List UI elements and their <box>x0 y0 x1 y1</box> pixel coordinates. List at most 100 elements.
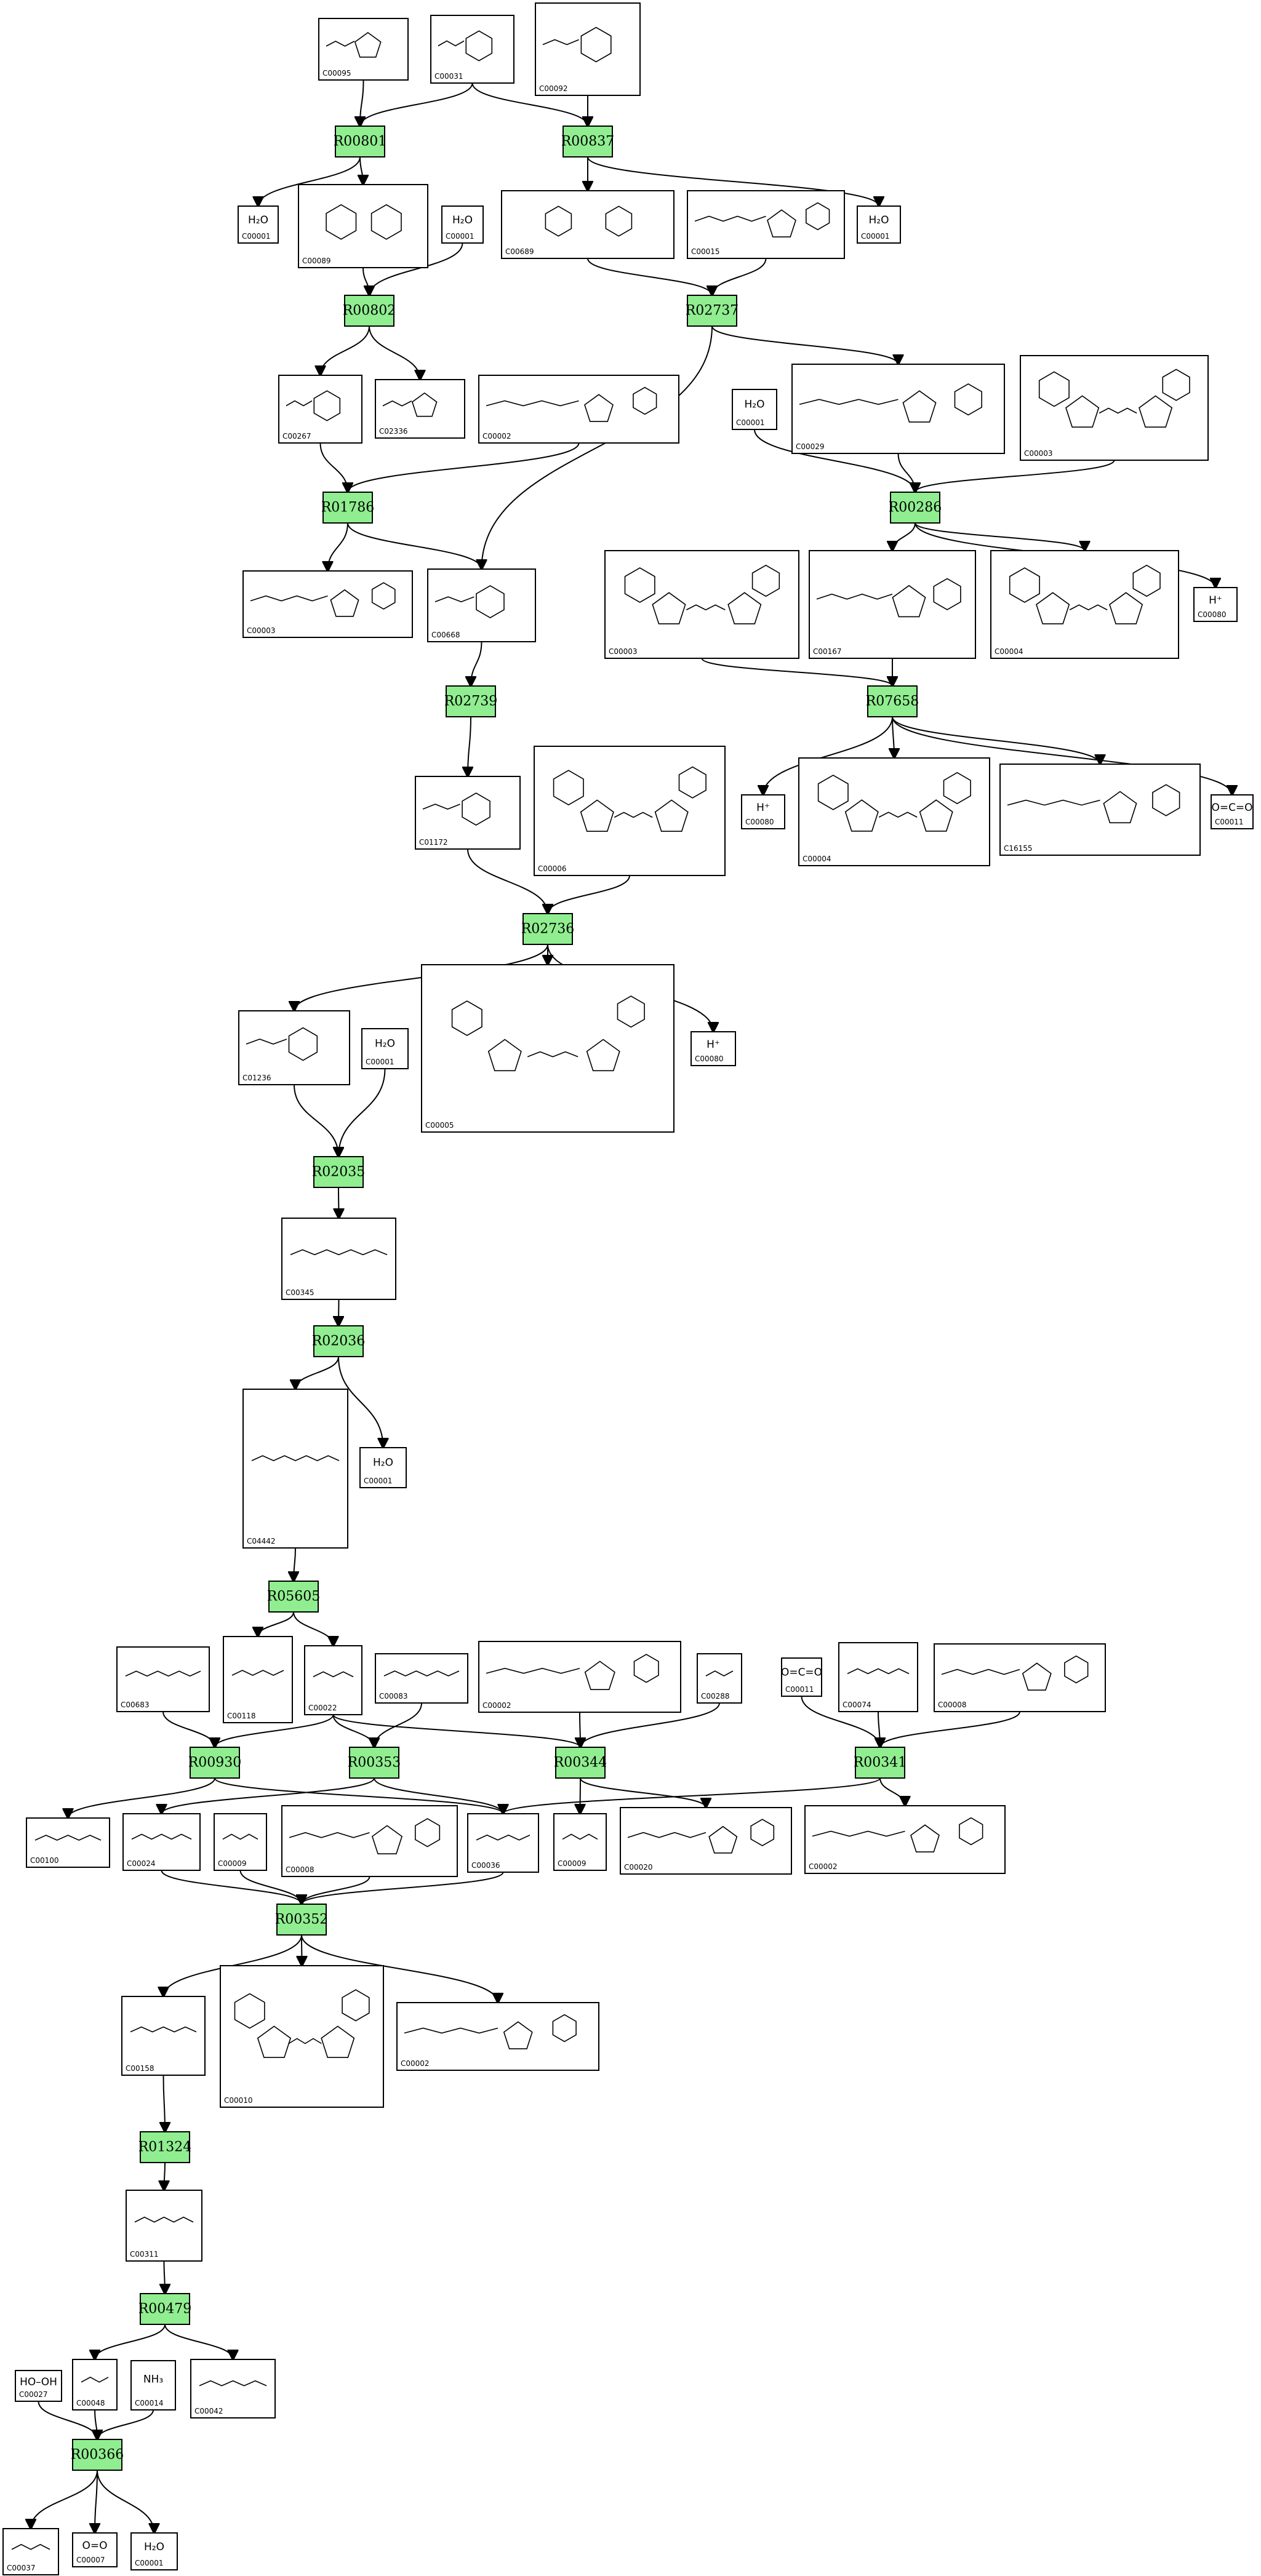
edge-r00930-to-c00036-a <box>214 1777 503 1814</box>
compound-node-c00683[interactable]: C00683 <box>116 1646 210 1712</box>
structure-line <box>342 1989 370 2022</box>
reaction-node-r00837[interactable]: R00837 <box>561 126 615 158</box>
compound-node-c00080[interactable]: H⁺C00080 <box>691 1031 736 1066</box>
compound-id-label: C00004 <box>995 647 1023 656</box>
compound-node-c00004[interactable]: C00004 <box>798 757 990 866</box>
compound-node-c00158[interactable]: C00158 <box>121 1996 206 2076</box>
compound-box <box>116 1646 210 1712</box>
compound-node-c00024[interactable]: C00024 <box>122 1813 201 1871</box>
compound-node-c00167[interactable]: C00167 <box>809 550 976 659</box>
compound-node-c00006[interactable]: C00006 <box>534 746 726 876</box>
reaction-node-r00341[interactable]: R00341 <box>854 1747 907 1779</box>
compound-node-c00009[interactable]: C00009 <box>214 1813 267 1871</box>
reaction-node-r02035[interactable]: R02035 <box>312 1156 366 1188</box>
structure-line <box>288 2038 322 2044</box>
compound-node-c00100[interactable]: C00100 <box>26 1817 110 1868</box>
structure-line <box>286 400 313 407</box>
compound-node-c00092[interactable]: C00092 <box>535 2 641 96</box>
structure-line <box>943 772 971 805</box>
reaction-node-r00930[interactable]: R00930 <box>188 1747 242 1779</box>
compound-node-c00020[interactable]: C00020 <box>620 1807 792 1875</box>
reaction-node-r02036[interactable]: R02036 <box>312 1325 366 1357</box>
reaction-node-r02737[interactable]: R02737 <box>686 295 739 327</box>
compound-node-c00089[interactable]: C00089 <box>298 184 428 268</box>
compound-node-c00010[interactable]: C00010 <box>220 1965 384 2108</box>
compound-node-c00311[interactable]: C00311 <box>126 2190 202 2262</box>
compound-node-c00002[interactable]: C00002 <box>478 375 679 444</box>
reaction-node-r00479[interactable]: R00479 <box>138 2293 192 2325</box>
compound-node-c16155[interactable]: C16155 <box>999 764 1201 856</box>
reaction-node-r02736[interactable]: R02736 <box>521 913 575 945</box>
compound-formula: HO–OH <box>20 2376 57 2388</box>
compound-node-c00037[interactable]: C00037 <box>2 2528 59 2575</box>
compound-node-c00689[interactable]: C00689 <box>501 190 675 259</box>
compound-node-c00095[interactable]: C00095 <box>318 18 409 81</box>
reaction-box <box>522 913 573 945</box>
reaction-node-r00286[interactable]: R00286 <box>889 492 942 524</box>
reaction-node-r05605[interactable]: R05605 <box>267 1581 321 1613</box>
reaction-node-r00352[interactable]: R00352 <box>275 1904 329 1936</box>
compound-node-c00002[interactable]: C00002 <box>478 1641 681 1713</box>
structure-line <box>902 390 937 423</box>
reaction-node-r00801[interactable]: R00801 <box>334 126 387 158</box>
compound-node-c00002[interactable]: C00002 <box>804 1805 1006 1874</box>
compound-node-c00002[interactable]: C00002 <box>396 2002 599 2071</box>
reaction-node-r00353[interactable]: R00353 <box>348 1747 401 1779</box>
compound-node-c00008[interactable]: C00008 <box>281 1805 458 1877</box>
compound-node-c00008[interactable]: C00008 <box>934 1643 1106 1712</box>
reaction-node-r01324[interactable]: R01324 <box>138 2131 192 2163</box>
compound-node-c00031[interactable]: C00031 <box>430 15 514 84</box>
compound-node-c00036[interactable]: C00036 <box>467 1813 539 1873</box>
compound-node-c00003[interactable]: C00003 <box>1020 355 1209 461</box>
compound-node-c00288[interactable]: C00288 <box>697 1653 742 1704</box>
compound-box <box>238 205 279 244</box>
structure-line <box>34 1835 102 1841</box>
reaction-node-r00344[interactable]: R00344 <box>554 1747 607 1779</box>
compound-node-c00004[interactable]: C00004 <box>990 550 1179 659</box>
reaction-box <box>855 1747 905 1779</box>
reaction-node-r07658[interactable]: R07658 <box>866 685 919 717</box>
reaction-node-r00802[interactable]: R00802 <box>343 295 396 327</box>
compound-node-c00009[interactable]: C00009 <box>553 1813 607 1871</box>
compound-node-c00003[interactable]: C00003 <box>242 570 413 638</box>
structure-line <box>617 995 645 1028</box>
compound-node-c04442[interactable]: C04442 <box>242 1389 348 1549</box>
structure-line <box>438 40 465 47</box>
compound-node-c00083[interactable]: C00083 <box>375 1653 468 1704</box>
compound-node-c00022[interactable]: C00022 <box>304 1645 362 1715</box>
compound-node-c00005[interactable]: C00005 <box>421 964 675 1133</box>
compound-node-c00029[interactable]: C00029 <box>791 364 1005 454</box>
compound-node-c00042[interactable]: C00042 <box>190 2359 276 2418</box>
compound-node-c01236[interactable]: C01236 <box>238 1010 350 1085</box>
compound-box <box>427 568 536 642</box>
compound-node-c00080[interactable]: H⁺C00080 <box>1193 587 1238 622</box>
reaction-node-r02739[interactable]: R02739 <box>444 685 498 717</box>
compound-id-label: C00100 <box>30 1856 59 1865</box>
reaction-node-r00366[interactable]: R00366 <box>71 2439 124 2471</box>
compound-node-c00074[interactable]: C00074 <box>838 1642 918 1712</box>
compound-node-c00015[interactable]: C00015 <box>687 190 845 259</box>
compound-node-c00080[interactable]: H⁺C00080 <box>741 794 785 829</box>
compound-node-c02336[interactable]: C02336 <box>375 379 465 439</box>
compound-node-c00267[interactable]: C00267 <box>278 375 362 444</box>
compound-node-c00345[interactable]: C00345 <box>281 1218 396 1300</box>
compound-box <box>430 15 514 84</box>
compound-node-c01172[interactable]: C01172 <box>415 776 521 850</box>
compound-node-c00003[interactable]: C00003 <box>604 550 799 659</box>
compound-node-c00048[interactable]: C00048 <box>72 2359 118 2411</box>
compound-node-c00118[interactable]: C00118 <box>223 1636 293 1723</box>
compound-node-c00668[interactable]: C00668 <box>427 568 536 642</box>
reaction-node-r01786[interactable]: R01786 <box>321 492 375 524</box>
